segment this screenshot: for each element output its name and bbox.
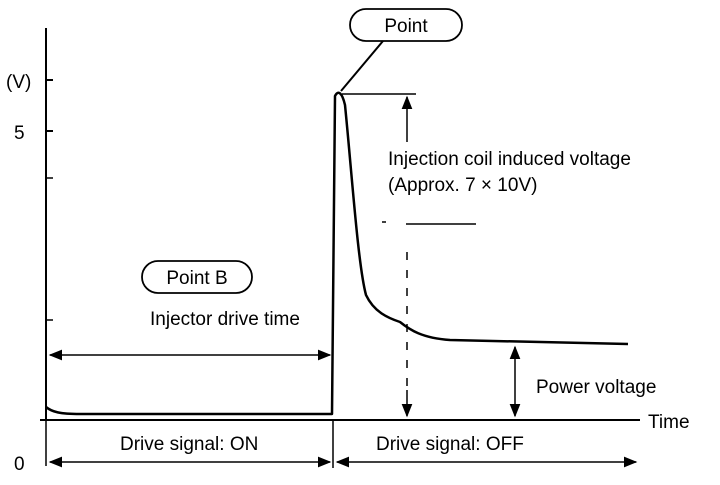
point-b-callout-bubble [141,260,253,294]
induced-voltage-label-1: Injection coil induced voltage [388,149,631,170]
point-callout-bubble [349,8,463,42]
injector-drive-time-label: Injector drive time [150,309,300,330]
voltage-waveform [45,91,629,416]
point-leader-line [340,40,384,92]
y-tick-label-0: 0 [14,454,25,475]
y-tick-label-5: 5 [14,123,25,144]
point-b-callout-label: Point B [166,268,227,289]
x-axis-label: Time [648,412,690,433]
y-unit-label: (V) [6,72,31,93]
induced-voltage-label-2: (Approx. 7 × 10V) [388,175,537,196]
drive-signal-off-label: Drive signal: OFF [376,434,524,455]
point-callout-label: Point [384,16,428,37]
drive-signal-on-label: Drive signal: ON [120,434,258,455]
power-voltage-label: Power voltage [536,377,656,398]
